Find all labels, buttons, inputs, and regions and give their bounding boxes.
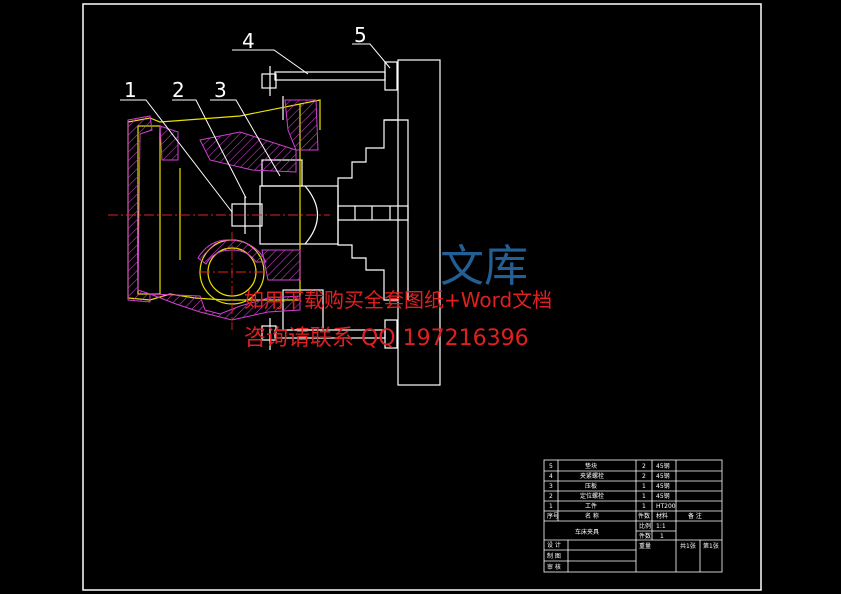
part-row-3-name: 压板 <box>585 482 597 490</box>
part-row-4-name: 夹紧螺栓 <box>580 472 604 480</box>
part-row-5-qty: 2 <box>642 463 646 470</box>
part-row-3-material: 45钢 <box>656 482 670 490</box>
callout-2: 2 <box>172 78 185 102</box>
part-row-3-no: 3 <box>549 483 553 490</box>
part-row-5-no: 5 <box>549 463 553 470</box>
part-row-1-no: 1 <box>549 503 553 510</box>
part-row-2-qty: 1 <box>642 493 646 500</box>
part-row-4-no: 4 <box>549 473 553 480</box>
part-row-4-qty: 2 <box>642 473 646 480</box>
scale-label: 比例 <box>639 522 651 530</box>
part-row-1-material: HT200 <box>656 503 676 510</box>
review-label: 审 核 <box>547 563 561 571</box>
watermark-line-2: 咨询请联系 QQ 197216396 <box>244 326 529 351</box>
sheet-total: 共1张 <box>680 542 696 550</box>
part-row-2-no: 2 <box>549 493 553 500</box>
count-label: 件数 <box>639 532 651 540</box>
weight-label: 重量 <box>639 542 651 550</box>
callout-5: 5 <box>354 23 367 47</box>
header-name: 名 称 <box>585 512 599 520</box>
header-material: 材料 <box>656 512 668 520</box>
fixture-body <box>231 59 441 386</box>
part-row-1-qty: 1 <box>642 503 646 510</box>
header-qty: 件数 <box>638 512 650 520</box>
scale-value: 1:1 <box>656 523 666 530</box>
part-row-1-name: 工件 <box>585 502 597 510</box>
part-row-3-qty: 1 <box>642 483 646 490</box>
callout-1: 1 <box>124 78 137 102</box>
leader-lines <box>120 43 391 213</box>
title-block-text: 5 垫块 2 45钢 4 夹紧螺栓 2 45钢 3 压板 1 45钢 2 定位螺… <box>547 462 719 571</box>
part-row-5-name: 垫块 <box>585 462 597 470</box>
part-row-4-material: 45钢 <box>656 472 670 480</box>
header-no: 序号 <box>547 512 559 520</box>
part-row-5-material: 45钢 <box>656 462 670 470</box>
part-row-2-material: 45钢 <box>656 492 670 500</box>
center-lines <box>108 214 330 330</box>
watermark-line-1: 如用下载购买全套图纸+Word文档 <box>244 288 553 312</box>
watermark-logo: 文库 <box>440 241 528 292</box>
callout-3: 3 <box>214 78 227 102</box>
drawing-name: 车床夹具 <box>575 528 599 536</box>
count-value: 1 <box>660 533 664 540</box>
part-row-2-name: 定位螺栓 <box>580 492 604 500</box>
draw-label: 制 图 <box>547 552 561 560</box>
drawing-border <box>82 3 762 591</box>
design-label: 设 计 <box>547 541 561 549</box>
sheet-no: 第1张 <box>703 542 719 550</box>
title-block <box>543 459 723 573</box>
callout-4: 4 <box>242 29 255 53</box>
header-note: 备 注 <box>688 512 702 520</box>
